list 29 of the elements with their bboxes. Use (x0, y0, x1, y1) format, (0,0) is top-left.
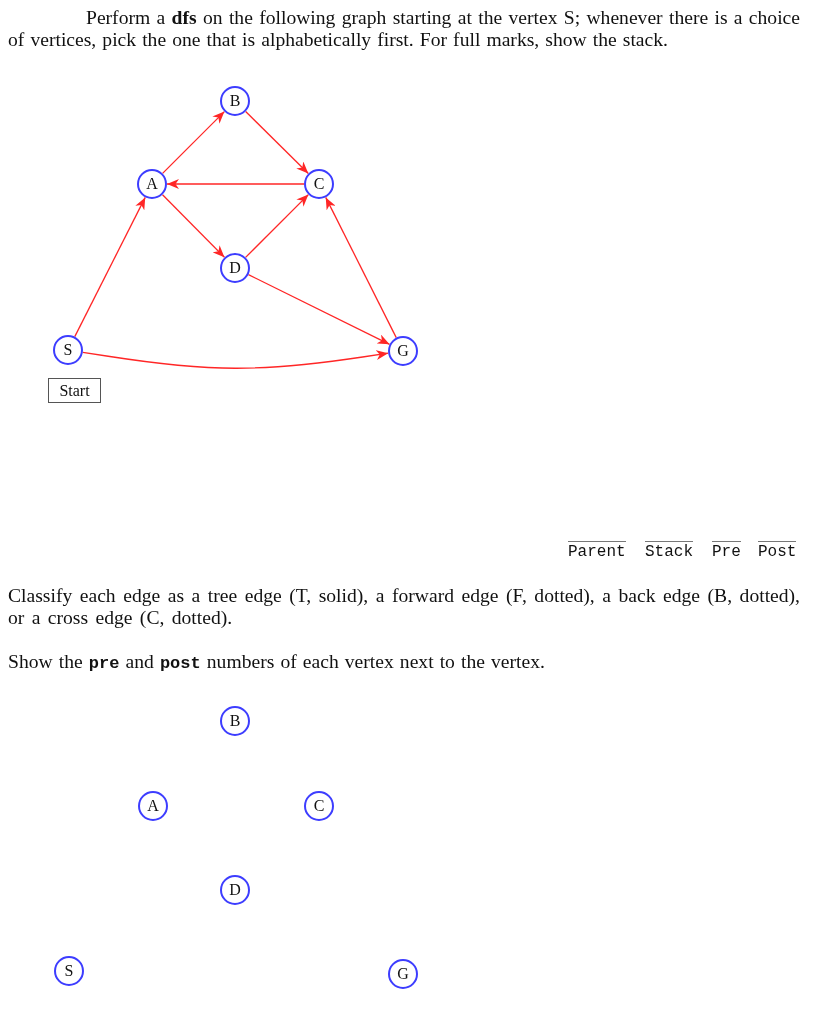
arrow (161, 110, 226, 175)
vertex-circle: B (220, 86, 250, 116)
arrow (166, 179, 305, 189)
vertex-circle: C (304, 791, 334, 821)
instruction-paragraph: Perform a dfs on the following graph starting at the vertex S; whenever there is a choice of vertices, pick the one that is alphabetically first. For full marks, show the stack. (8, 7, 800, 51)
vertex-circle: S (54, 956, 84, 986)
vertex-circle: D (220, 253, 250, 283)
vertex-circle: S (53, 335, 83, 365)
arrow (244, 193, 310, 259)
vertex-circle: B (220, 706, 250, 736)
arrow (325, 196, 397, 339)
vertex-circle: A (137, 169, 167, 199)
arrow (161, 194, 226, 258)
column-header: Post (758, 541, 797, 561)
instruction-paragraph: Show the pre and post numbers of each vertex next to the vertex. (8, 651, 546, 675)
column-header: Parent (568, 541, 626, 561)
vertex-circle: C (304, 169, 334, 199)
arrow (74, 196, 146, 338)
vertex-circle: A (138, 791, 168, 821)
start-box: Start (48, 378, 101, 403)
column-header: Stack (645, 541, 693, 561)
vertex-circle: G (388, 959, 418, 989)
instruction-paragraph: Classify each edge as a tree edge (T, solid), a forward edge (F, dotted), a back edge (B, dotted), or a cross edge (C, dotted). (8, 585, 800, 629)
arrow (245, 110, 309, 175)
vertex-circle: G (388, 336, 418, 366)
column-header: Pre (712, 541, 741, 561)
arrow (82, 350, 389, 369)
arrow (247, 274, 391, 345)
vertex-circle: D (220, 875, 250, 905)
